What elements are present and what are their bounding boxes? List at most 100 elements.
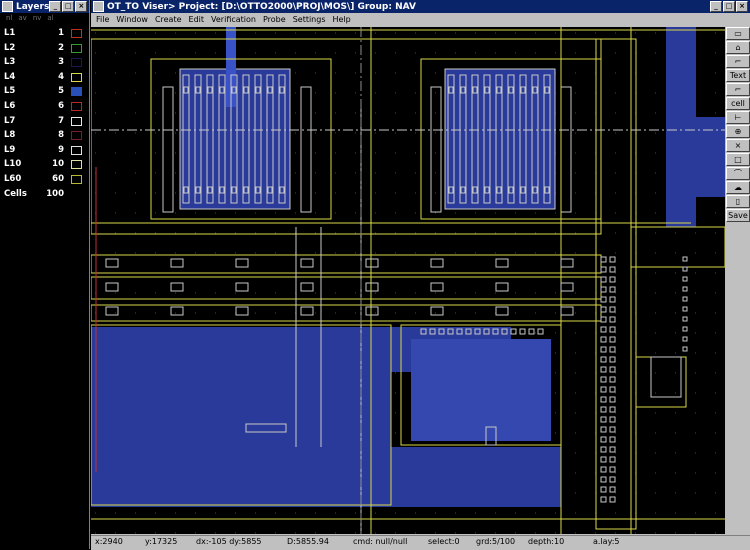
layout-drawing[interactable] (91, 27, 725, 534)
gate-finger (242, 74, 250, 204)
editor-titlebar[interactable]: OT_TO Viser> Project: [D:\OTTO2000\PROJ\… (91, 0, 750, 13)
layer-number: 6 (58, 101, 64, 111)
layer-color-swatch[interactable] (71, 116, 82, 126)
window-icon (93, 1, 104, 12)
contact-group (365, 282, 379, 292)
layer-color-swatch[interactable] (71, 72, 82, 82)
frame-tool-button[interactable]: ▯ (726, 195, 750, 208)
close-icon[interactable]: × (75, 1, 88, 12)
contact-group (105, 258, 119, 268)
layer-number: 7 (58, 115, 64, 126)
pin-tool-button[interactable]: ⊢ (726, 111, 750, 124)
gate-finger (206, 74, 214, 204)
contact (682, 296, 688, 302)
layer-color-swatch[interactable] (71, 87, 82, 97)
layer-name: L3 (4, 57, 16, 68)
gate-finger (507, 74, 515, 204)
port-tool-button[interactable]: ⊕ (726, 125, 750, 138)
contact (600, 456, 607, 463)
contact (609, 346, 616, 353)
status-grid: grd:5/100 (476, 537, 516, 546)
metal-bus (91, 276, 602, 300)
gate-finger (447, 74, 455, 204)
contact (472, 86, 478, 94)
contact (600, 366, 607, 373)
contact (609, 416, 616, 423)
guard-ring (430, 86, 442, 213)
cell-tool-button[interactable]: cell (726, 97, 750, 110)
menu-settings[interactable]: Settings (292, 15, 326, 24)
contact (207, 186, 213, 194)
contact (682, 276, 688, 282)
text-tool-button[interactable]: Text (726, 69, 750, 82)
layer-color-swatch[interactable] (71, 58, 82, 68)
minimize-icon[interactable]: _ (49, 1, 62, 12)
status-dxdy: dx:-105 dy:5855 (196, 537, 262, 546)
layer-column-header: av (18, 14, 27, 22)
cloud-tool-button[interactable]: ☁ (726, 181, 750, 194)
contact (609, 376, 616, 383)
contact (609, 316, 616, 323)
layer-color-swatch[interactable] (71, 29, 82, 38)
layer-color-swatch[interactable] (71, 145, 82, 155)
layer-name: L6 (4, 101, 16, 111)
contact (485, 426, 497, 446)
contact (609, 446, 616, 453)
contact (600, 286, 607, 293)
layer-color-swatch[interactable] (71, 43, 82, 53)
maximize-icon[interactable]: □ (62, 1, 75, 12)
layer-color-swatch[interactable] (71, 102, 82, 111)
layer-row[interactable]: L6 6 (4, 101, 84, 114)
menu-probe[interactable]: Probe (262, 15, 286, 24)
menu-verification[interactable]: Verification (211, 15, 256, 24)
gate-finger (459, 74, 467, 204)
menu-create[interactable]: Create (154, 15, 182, 24)
arc-tool-button[interactable]: ⌒ (726, 167, 750, 180)
contact (267, 186, 273, 194)
path-tool-button[interactable]: ⌐ (726, 55, 750, 68)
layer-color-swatch[interactable] (71, 131, 82, 141)
close-icon[interactable]: × (736, 1, 748, 12)
cross-tool-button[interactable]: ⨯ (726, 139, 750, 152)
layers-titlebar[interactable]: Layers _ □ × (0, 0, 89, 13)
minimize-icon[interactable]: _ (710, 1, 722, 12)
contact (600, 446, 607, 453)
rect-tool-button[interactable]: ▭ (726, 27, 750, 40)
gate-finger (218, 74, 226, 204)
save-tool-button[interactable]: Save (726, 209, 750, 222)
polygon-tool-button[interactable]: ⌂ (726, 41, 750, 54)
contact-group (430, 258, 444, 268)
wire-tool-button[interactable]: ⌐ (726, 83, 750, 96)
contact (682, 346, 688, 352)
layout-canvas[interactable] (91, 27, 725, 534)
contact (600, 416, 607, 423)
contact (231, 86, 237, 94)
layer-color-swatch[interactable] (71, 160, 82, 170)
box-tool-button[interactable]: □ (726, 153, 750, 166)
menu-edit[interactable]: Edit (188, 15, 205, 24)
contact-group (235, 282, 249, 292)
contact (609, 286, 616, 293)
contact (231, 186, 237, 194)
contact (183, 86, 189, 94)
contact-group (300, 306, 314, 316)
menu-help[interactable]: Help (332, 15, 351, 24)
contact-group (235, 258, 249, 268)
status-select: select:0 (428, 537, 460, 546)
menu-window[interactable]: Window (116, 15, 148, 24)
menu-file[interactable]: File (96, 15, 110, 24)
maximize-icon[interactable]: □ (723, 1, 735, 12)
contact (447, 328, 454, 335)
layer-color-swatch[interactable] (71, 175, 82, 184)
